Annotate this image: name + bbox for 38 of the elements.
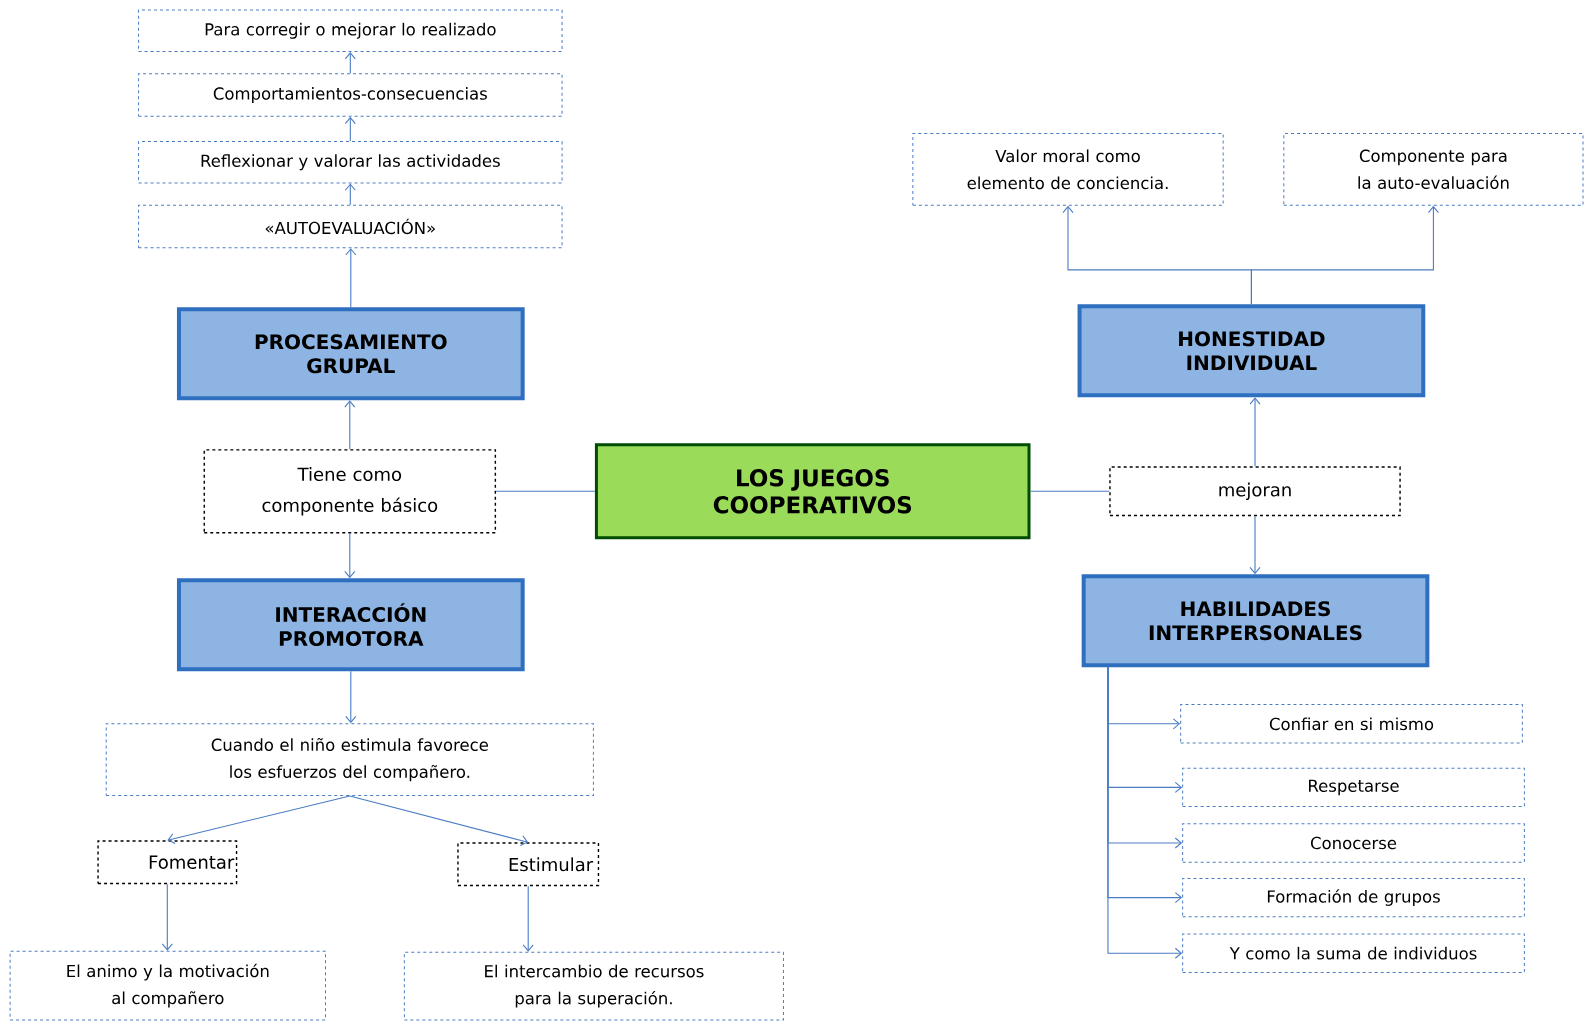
- concept-box: INTERACCIÓN PROMOTORA: [176, 578, 525, 672]
- text-box: Cuando el niño estimula favorece los esfuerzos del compañero.: [105, 723, 594, 796]
- text-box: Valor moral como elemento de conciencia.: [912, 132, 1224, 206]
- text-box: Reflexionar y valorar las actividades: [138, 141, 563, 184]
- text-box: Y como la suma de individuos: [1182, 933, 1525, 973]
- arrow: [345, 248, 357, 308]
- text-box: El intercambio de recursos para la superación.: [403, 951, 784, 1021]
- arrow: [1250, 205, 1439, 305]
- arrow: [344, 116, 356, 142]
- arrow: [349, 795, 529, 847]
- connector-box: Tiene como componente básico: [203, 449, 497, 534]
- text-box: Conocerse: [1182, 823, 1525, 863]
- concept-box: PROCESAMIENTO GRUPAL: [176, 307, 525, 401]
- concept-box: HABILIDADES INTERPERSONALES: [1081, 574, 1430, 668]
- arrow: [1249, 515, 1261, 575]
- title-box: LOS JUEGOS COOPERATIVOS: [594, 443, 1031, 540]
- text-box: Componente para la auto-evaluación: [1283, 132, 1584, 206]
- concept-box: HONESTIDAD INDIVIDUAL: [1077, 304, 1426, 398]
- text-box: El animo y la motivación al compañero: [9, 950, 326, 1021]
- arrow: [1249, 397, 1261, 467]
- arrow: [344, 532, 356, 579]
- arrow: [345, 670, 357, 724]
- arrow: [167, 795, 351, 845]
- text-box: Comportamientos-consecuencias: [138, 73, 563, 117]
- connector-box: Estimular: [457, 842, 600, 887]
- arrow: [1107, 666, 1183, 959]
- arrow: [161, 883, 173, 951]
- text-box: Respetarse: [1182, 767, 1525, 808]
- connector-box: Fomentar: [97, 840, 238, 885]
- arrow: [344, 400, 356, 450]
- connector-box: mejoran: [1109, 466, 1401, 517]
- arrow: [344, 52, 356, 74]
- arrow: [344, 183, 356, 206]
- text-box: Formación de grupos: [1182, 877, 1525, 918]
- arrow: [522, 885, 534, 952]
- text-box: Confiar en si mismo: [1180, 704, 1523, 744]
- text-box: Para corregir o mejorar lo realizado: [138, 9, 563, 52]
- text-box: «AUTOEVALUACIÓN»: [138, 204, 563, 249]
